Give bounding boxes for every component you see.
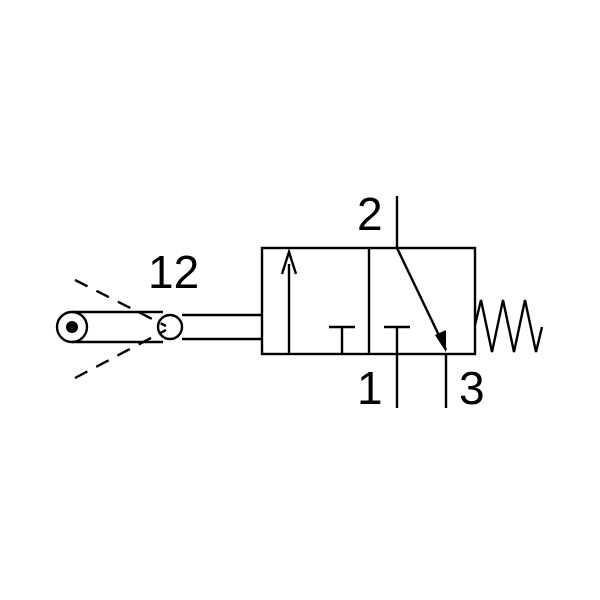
left-square-position [280,248,355,354]
port-lines [395,196,448,408]
diagonal-flow-arrow-shaft [395,247,448,351]
pilot-port-label: 12 [148,246,199,298]
valve-body [260,246,477,356]
exhaust-port-label: 3 [459,362,485,414]
left-flow-arrow-head [280,248,298,275]
spring-return [473,299,544,353]
dashed-travel-line-upper [74,278,167,328]
supply-port-label: 1 [357,362,383,414]
right-square-position [384,247,448,354]
roller-center-dot [66,321,78,333]
dashed-travel-line-lower [74,328,167,380]
outlet-port-label: 2 [357,188,383,240]
pivot-circle [156,313,184,341]
roller-lever-actuator [55,278,262,380]
diagonal-flow-arrow-head [435,330,446,352]
